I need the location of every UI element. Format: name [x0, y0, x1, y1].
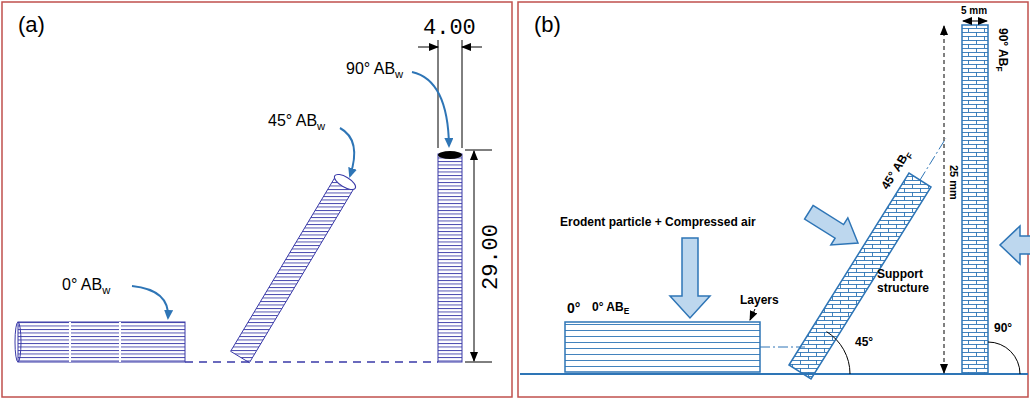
build-plate-line	[520, 373, 1028, 375]
angle-arcs	[827, 332, 1021, 374]
dimension-lines	[418, 40, 492, 362]
erodent-arrow	[670, 238, 710, 318]
specimen-label: 45° ABF	[879, 148, 914, 192]
angle-label: 45°	[855, 336, 873, 350]
erodent-arrow	[1000, 226, 1030, 264]
angle-label: 90°	[994, 322, 1012, 336]
specimen-label: 45° ABw	[268, 112, 325, 130]
dimension-text: 5 mm	[961, 5, 987, 17]
specimen-label: 0° ABw	[62, 276, 110, 294]
callout-arrows	[132, 72, 449, 318]
specimen-90deg	[962, 25, 988, 374]
part-label: Support structure	[877, 268, 941, 296]
panel-frame	[2, 2, 512, 397]
leader-line	[750, 309, 755, 320]
specimen-label: 90° ABF	[995, 28, 1009, 72]
specimen-label: 0° ABE	[592, 301, 629, 315]
panel-letter: (a)	[18, 12, 45, 37]
dimension-text: 25 mm	[947, 165, 960, 200]
specimen-label: 90° ABw	[346, 60, 403, 78]
panel-letter: (b)	[534, 12, 561, 37]
specimen-45deg	[231, 172, 358, 363]
panel-frame	[518, 2, 1028, 397]
center-lines	[760, 138, 946, 347]
build-plate-line	[185, 361, 438, 363]
flow-label: Erodent particle + Compressed air	[560, 216, 756, 230]
part-label: Layers	[740, 294, 779, 308]
specimen-0deg	[15, 322, 185, 362]
dimension-lines	[944, 21, 987, 373]
dimension-text: 29.00	[479, 224, 504, 290]
angle-label: 0°	[567, 300, 580, 316]
specimen-0deg	[565, 322, 760, 372]
specimen-90deg	[438, 151, 462, 362]
erodent-arrow	[800, 199, 866, 257]
dimension-text: 4.00	[423, 16, 476, 41]
